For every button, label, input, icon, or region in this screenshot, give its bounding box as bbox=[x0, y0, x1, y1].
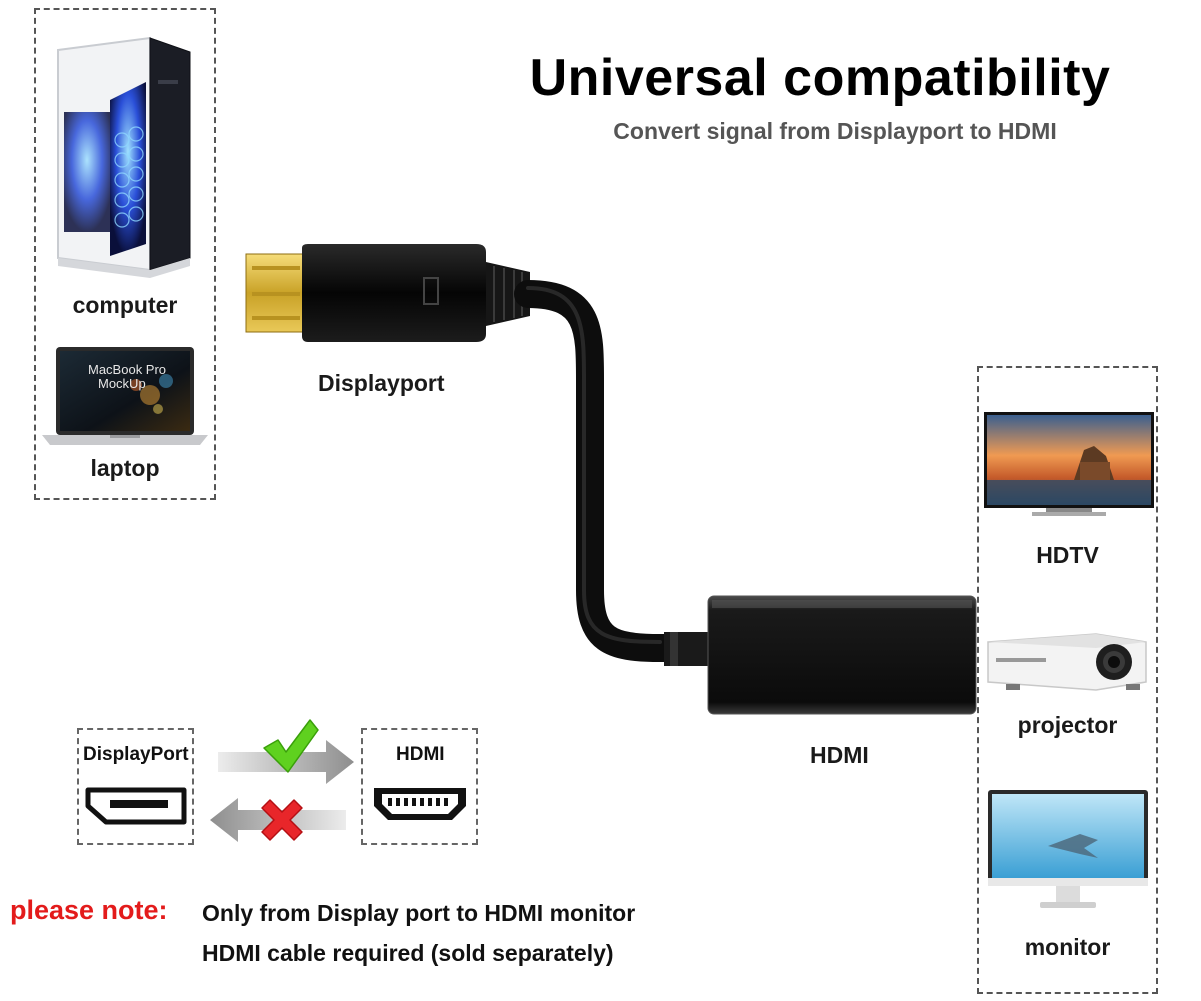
laptop-screen-text-2: MockUp bbox=[98, 376, 146, 391]
hdmi-port-box bbox=[361, 728, 478, 845]
displayport-port-icon bbox=[85, 787, 187, 825]
displayport-connector-label: Displayport bbox=[318, 370, 445, 396]
projector-label: projector bbox=[1017, 712, 1118, 738]
computer-tower-image bbox=[57, 36, 191, 278]
laptop-screen-text-1: MacBook Pro bbox=[88, 362, 167, 377]
displayport-port-label: DisplayPort bbox=[83, 744, 189, 765]
hdtv-label: HDTV bbox=[1036, 542, 1099, 568]
page-subtitle: Convert signal from Displayport to HDMI bbox=[613, 118, 1057, 144]
note-prefix: please note: bbox=[10, 895, 168, 925]
cross-icon bbox=[261, 799, 303, 841]
computer-label: computer bbox=[72, 292, 178, 318]
laptop-label: laptop bbox=[90, 455, 160, 481]
monitor-image bbox=[988, 790, 1148, 908]
projector-image bbox=[987, 633, 1147, 691]
display-devices-box bbox=[977, 366, 1158, 994]
note-line-2: HDMI cable required (sold separately) bbox=[202, 940, 614, 966]
laptop-image bbox=[42, 347, 208, 445]
hdmi-port-label: HDMI bbox=[396, 744, 445, 765]
monitor-label: monitor bbox=[1024, 934, 1111, 960]
page-title: Universal compatibility bbox=[529, 49, 1111, 107]
hdtv-image bbox=[984, 412, 1154, 516]
check-icon bbox=[263, 719, 319, 773]
source-devices-box bbox=[34, 8, 216, 500]
displayport-port-box bbox=[77, 728, 194, 845]
hdmi-port-icon bbox=[374, 788, 466, 820]
hdmi-connector-label: HDMI bbox=[810, 742, 869, 768]
note-line-1: Only from Display port to HDMI monitor bbox=[202, 900, 636, 926]
